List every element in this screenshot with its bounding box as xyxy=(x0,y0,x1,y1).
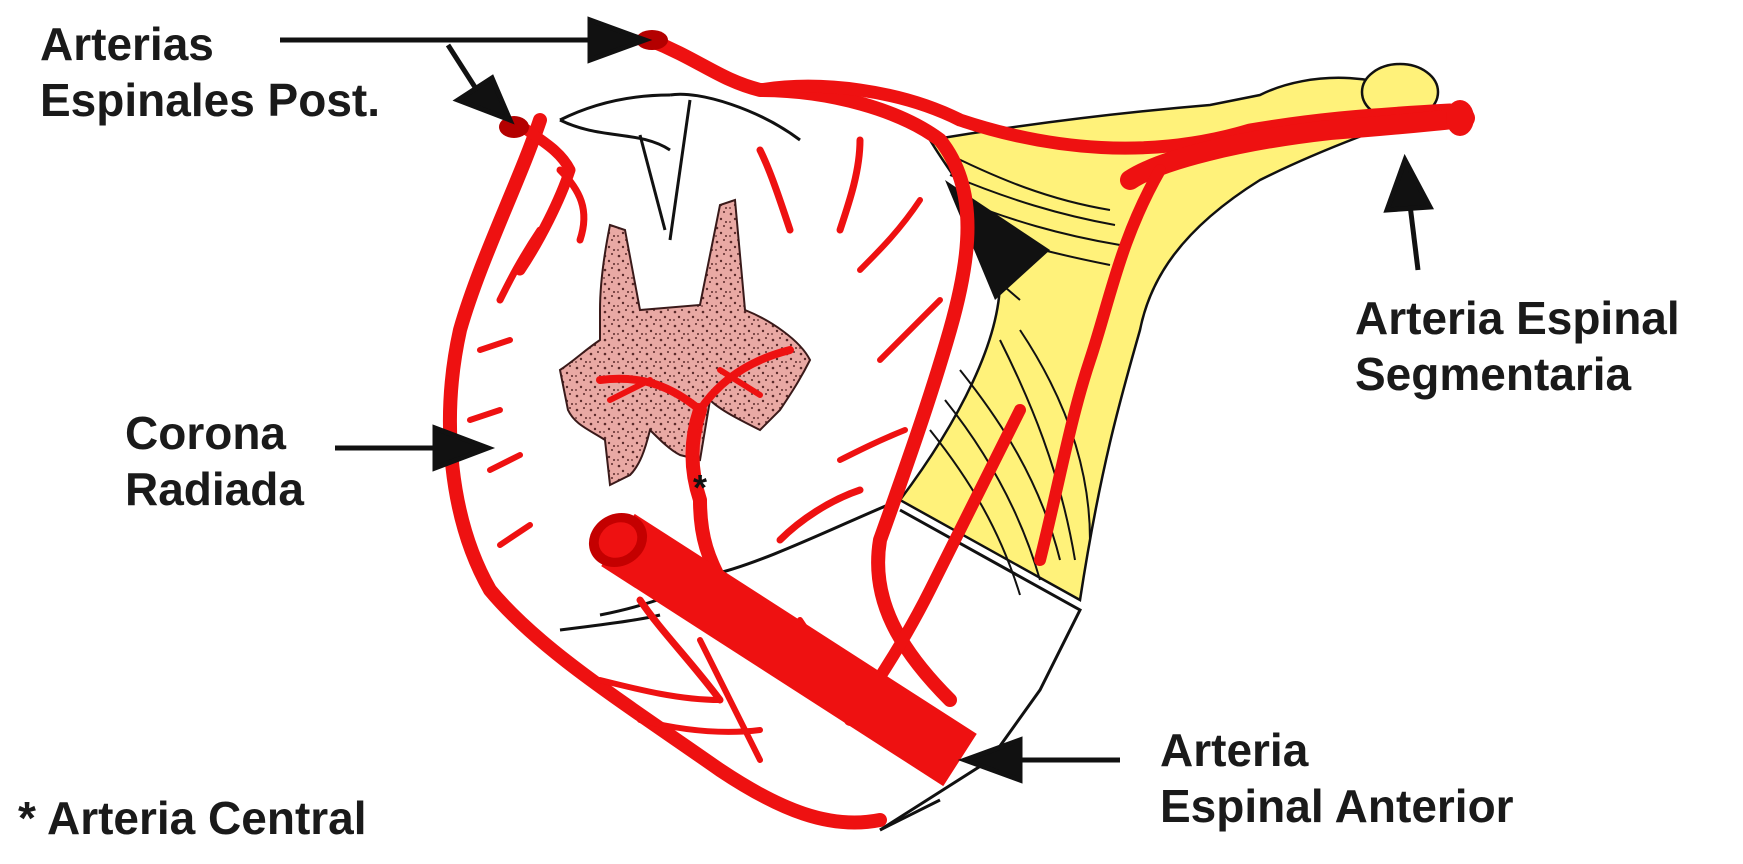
footnote-central-artery: * Arteria Central xyxy=(18,790,367,846)
label-corona-radiata: Corona Radiada xyxy=(125,405,304,517)
label-line: Segmentaria xyxy=(1355,346,1680,402)
label-line: Arterias xyxy=(40,16,380,72)
label-posterior-spinal-arteries: Arterias Espinales Post. xyxy=(40,16,380,128)
label-anterior-spinal-artery: Arteria Espinal Anterior xyxy=(1160,722,1514,834)
arrow-head-corona xyxy=(435,428,488,468)
label-line: Espinales Post. xyxy=(40,72,380,128)
label-line: Corona xyxy=(125,405,304,461)
label-line: Arteria xyxy=(1160,722,1514,778)
arrow-head-anterior xyxy=(965,740,1020,780)
central-artery-marker: * xyxy=(693,467,707,508)
arrow-head-segmental xyxy=(1387,160,1430,210)
label-segmental-spinal-artery: Arteria Espinal Segmentaria xyxy=(1355,290,1680,402)
arrow-head-posterior-top xyxy=(590,20,645,60)
label-line: Radiada xyxy=(125,461,304,517)
label-line: Arteria Espinal xyxy=(1355,290,1680,346)
label-line: Espinal Anterior xyxy=(1160,778,1514,834)
gray-matter xyxy=(560,200,810,485)
arrow-head-posterior-left xyxy=(458,78,510,120)
